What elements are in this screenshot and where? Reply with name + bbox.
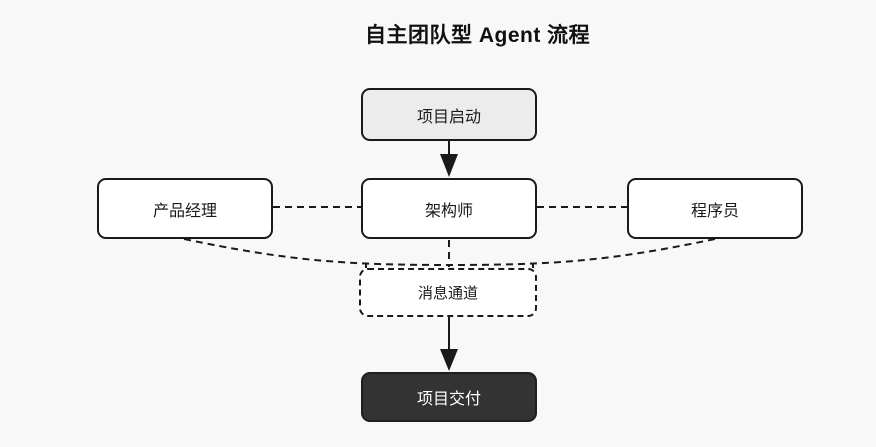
node-programmer: 程序员	[627, 178, 803, 239]
node-label: 项目交付	[416, 391, 481, 408]
node-label: 架构师	[424, 202, 473, 220]
arrowhead-down-icon	[440, 154, 458, 177]
edge-programmer-channel	[447, 238, 716, 266]
node-label: 产品经理	[152, 202, 217, 220]
node-project-delivery: 项目交付	[361, 372, 537, 422]
diagram-title: 自主团队型 Agent 流程	[365, 24, 591, 47]
node-product-manager: 产品经理	[97, 178, 273, 239]
node-project-start: 项目启动	[361, 88, 537, 141]
edge-pm-channel	[183, 238, 453, 266]
node-label: 消息通道	[417, 285, 478, 302]
node-architect: 架构师	[361, 178, 537, 239]
edge-start-architect	[440, 141, 458, 177]
edge-channel-delivery	[440, 317, 458, 371]
node-label: 程序员	[690, 202, 739, 220]
node-label: 项目启动	[416, 108, 481, 126]
node-message-channel: 消息通道	[359, 268, 537, 317]
arrowhead-down-icon	[440, 349, 458, 371]
